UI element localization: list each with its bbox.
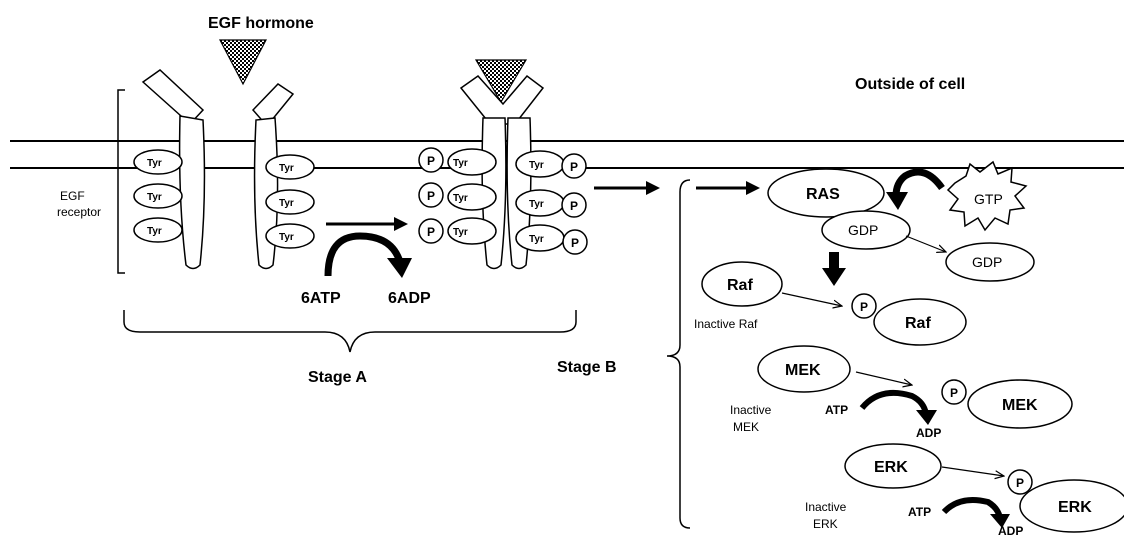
phospho-tyr-group-r2-right: Tyr Tyr Tyr P P P	[516, 151, 587, 254]
tyr-label: Tyr	[279, 232, 294, 243]
inactive-erk-label-2: ERK	[813, 517, 838, 531]
stage-a-label: Stage A	[308, 369, 367, 386]
tyr-group-r1-right: Tyr Tyr Tyr	[266, 155, 314, 248]
egf-hormone-label: EGF hormone	[208, 15, 314, 32]
raf-activation-arrow	[782, 293, 842, 306]
receptor-bracket	[118, 90, 125, 273]
phospho-tyr-group-r2-left: Tyr Tyr Tyr P P P	[419, 148, 496, 244]
inactive-mek-label-2: MEK	[733, 420, 759, 434]
egf-receptor-label-line2: receptor	[57, 205, 101, 219]
phosphate-label: P	[427, 154, 435, 168]
phosphate-label: P	[570, 199, 578, 213]
phosphate-label: P	[570, 160, 578, 174]
tyr-label: Tyr	[453, 193, 468, 204]
inactive-mek-label-1: Inactive	[730, 403, 772, 417]
egf-receptor-label-line1: EGF	[60, 189, 85, 203]
tyr-label: Tyr	[147, 158, 162, 169]
erk-inactive-label: ERK	[874, 459, 908, 476]
phosphate-label: P	[571, 236, 579, 250]
inactive-erk-label-1: Inactive	[805, 500, 847, 514]
raf-active-label: Raf	[905, 315, 931, 332]
stage-b-label: Stage B	[557, 359, 617, 376]
tyr-label: Tyr	[453, 227, 468, 238]
egf-hormone-shape	[220, 40, 266, 84]
tyr-label: Tyr	[529, 199, 544, 210]
tyr-label: Tyr	[453, 158, 468, 169]
gdp-bound-label: GDP	[848, 222, 878, 238]
tyr-label: Tyr	[529, 234, 544, 245]
mek-inactive-label: MEK	[785, 362, 821, 379]
mek-atp-adp-curve	[862, 393, 926, 414]
gtp-exchange-arrowhead	[886, 192, 908, 210]
atp-adp-curve-arrowhead	[387, 258, 412, 278]
tyr-label: Tyr	[147, 226, 162, 237]
gdp-free-label: GDP	[972, 254, 1002, 270]
mek-atp-label: ATP	[825, 403, 848, 417]
atp6-label: 6ATP	[301, 290, 341, 307]
ras-to-raf-arrow	[822, 252, 846, 286]
tyr-label: Tyr	[529, 160, 544, 171]
outside-cell-label: Outside of cell	[855, 76, 965, 93]
phosphate-label: P	[427, 189, 435, 203]
mek-active-label: MEK	[1002, 397, 1038, 414]
ras-label: RAS	[806, 186, 840, 203]
stage-a-bracket	[124, 310, 576, 352]
phosphate-label: P	[1016, 476, 1024, 490]
mek-activation-arrow	[856, 372, 912, 385]
atp-adp-curve-arrow-stage-a	[328, 236, 400, 276]
erk-adp-label: ADP	[998, 524, 1023, 535]
erk-activation-arrow	[942, 467, 1004, 476]
adp6-label: 6ADP	[388, 290, 431, 307]
inactive-raf-label: Inactive Raf	[694, 317, 758, 331]
phosphate-label: P	[950, 386, 958, 400]
erk-active-label: ERK	[1058, 499, 1092, 516]
phosphate-label: P	[860, 300, 868, 314]
mek-atp-adp-arrowhead	[916, 410, 937, 425]
stage-b-bracket	[667, 180, 690, 528]
gtp-label: GTP	[974, 191, 1003, 207]
raf-inactive-label: Raf	[727, 277, 753, 294]
phosphate-label: P	[427, 225, 435, 239]
tyr-label: Tyr	[147, 192, 162, 203]
tyr-label: Tyr	[279, 163, 294, 174]
tyr-group-r1-left: Tyr Tyr Tyr	[134, 150, 182, 242]
tyr-label: Tyr	[279, 198, 294, 209]
mek-adp-label: ADP	[916, 426, 941, 440]
erk-atp-label: ATP	[908, 505, 931, 519]
gdp-release-arrow	[906, 236, 946, 252]
